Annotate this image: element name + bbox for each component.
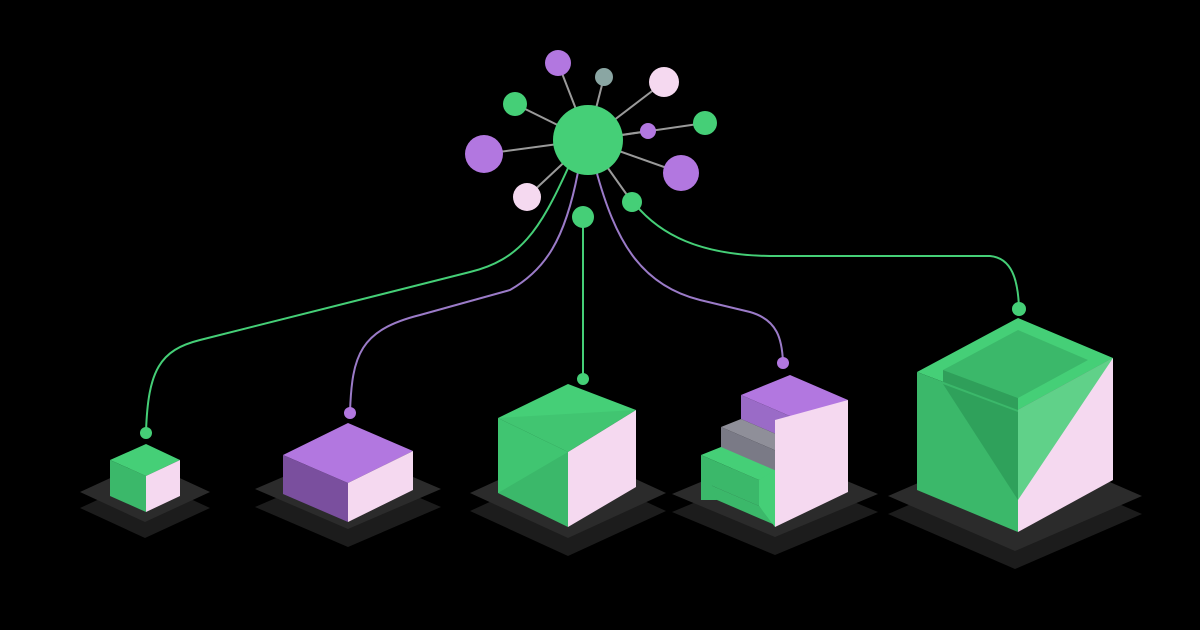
block-purple-slab xyxy=(283,423,413,522)
satellite-nodes xyxy=(465,50,717,228)
connection-line-1 xyxy=(145,167,569,433)
block-stairs xyxy=(701,375,848,527)
node-green-right xyxy=(693,111,717,135)
node-purple-top xyxy=(545,50,571,76)
endpoint-dots xyxy=(140,302,1026,439)
hub-node xyxy=(553,105,623,175)
node-green-bottom-right xyxy=(622,192,642,212)
node-green-bottom xyxy=(572,206,594,228)
connection-line-5 xyxy=(633,202,1020,309)
node-green-left xyxy=(503,92,527,116)
node-purple-right xyxy=(663,155,699,191)
node-pink-bottom-left xyxy=(513,183,541,211)
block-cut-cube xyxy=(498,384,636,527)
connections xyxy=(145,167,1020,433)
connection-line-2 xyxy=(349,171,579,413)
connection-line-4 xyxy=(595,169,784,363)
block-large-cube xyxy=(917,318,1113,532)
node-purple-left xyxy=(465,135,503,173)
node-purple-small-right xyxy=(640,123,656,139)
block-small-cube xyxy=(110,444,180,512)
node-gray-top xyxy=(595,68,613,86)
node-pink-top-right xyxy=(649,67,679,97)
